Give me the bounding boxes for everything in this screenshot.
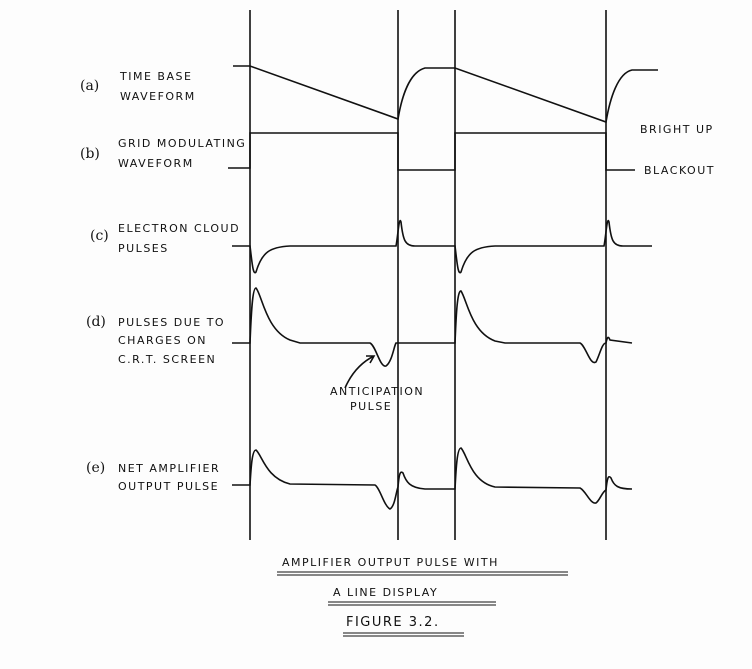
waveform-a: [233, 65, 658, 124]
waveform-c: [232, 219, 652, 274]
time-markers: [249, 10, 607, 540]
label-bright-up: BRIGHT UP: [640, 123, 714, 136]
label-b-tag: (b): [80, 146, 100, 162]
label-b-line1: GRID MODULATING: [118, 137, 246, 150]
anticipation-arrow: [344, 355, 376, 389]
label-anticipation: ANTICIPATION: [330, 385, 424, 398]
waveform-b: [228, 132, 635, 171]
label-anticipation-pulse: PULSE: [350, 400, 392, 413]
label-d-line2: CHARGES ON: [118, 334, 207, 347]
label-c-line2: PULSES: [118, 242, 169, 255]
label-d-line1: PULSES DUE TO: [118, 316, 225, 329]
label-c-tag: (c): [90, 228, 109, 244]
caption-figure-number: FIGURE 3.2.: [346, 615, 440, 630]
label-e-line2: OUTPUT PULSE: [118, 480, 219, 493]
caption-line1: AMPLIFIER OUTPUT PULSE WITH: [282, 556, 499, 569]
waveform-e: [232, 447, 633, 510]
label-c-line1: ELECTRON CLOUD: [118, 222, 240, 235]
label-e-line1: NET AMPLIFIER: [118, 462, 220, 475]
label-d-line3: C.R.T. SCREEN: [118, 353, 216, 366]
label-a-line2: WAVEFORM: [120, 90, 196, 103]
label-blackout: BLACKOUT: [644, 164, 715, 177]
label-e-tag: (e): [86, 460, 105, 476]
label-d-tag: (d): [86, 314, 106, 330]
label-a-tag: (a): [80, 78, 99, 94]
label-b-line2: WAVEFORM: [118, 157, 194, 170]
label-a-line1: TIME BASE: [119, 70, 192, 83]
waveform-d: [232, 287, 633, 367]
caption-line2: A LINE DISPLAY: [333, 586, 438, 599]
